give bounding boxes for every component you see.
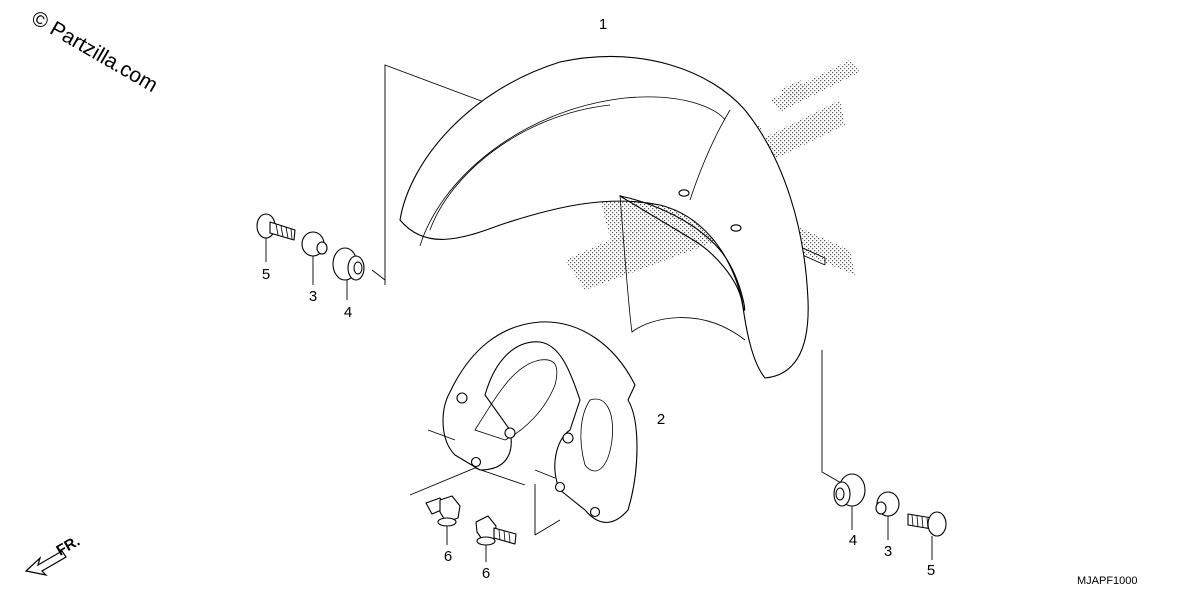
diagram-code: MJAPF1000	[1077, 575, 1138, 587]
right-bolt-part	[907, 511, 947, 560]
front-fender-part	[399, 56, 809, 379]
callout-3-right: 3	[884, 543, 892, 560]
right-grommet-part	[833, 473, 866, 530]
left-grommet-part	[332, 247, 365, 300]
callout-1: 1	[599, 16, 607, 33]
callout-4-left: 4	[344, 304, 352, 321]
front-direction-arrow-icon	[24, 550, 67, 576]
callout-5-right: 5	[927, 562, 935, 579]
callout-4-right: 4	[849, 532, 857, 549]
callout-6-a: 6	[444, 548, 452, 565]
right-collar-part	[875, 491, 900, 540]
stay-bolt-a-part	[425, 495, 461, 545]
callout-2: 2	[657, 411, 665, 428]
callout-5-left: 5	[262, 266, 270, 283]
watermark-text: © Partzilla.com	[28, 6, 162, 97]
stay-bolt-b-part	[475, 515, 517, 562]
callout-3-left: 3	[309, 288, 317, 305]
left-bolt-part	[256, 213, 296, 262]
callout-6-b: 6	[482, 565, 490, 582]
fender-stay-part	[409, 321, 638, 536]
left-collar-part	[301, 231, 328, 285]
